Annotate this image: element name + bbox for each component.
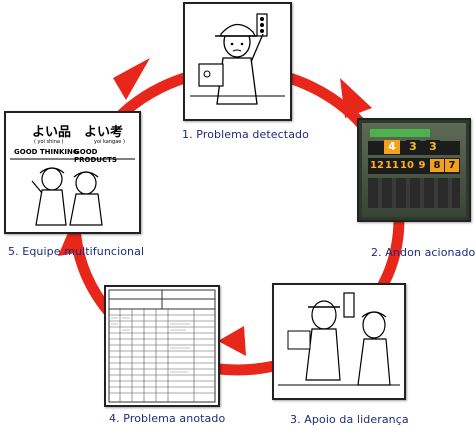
poster-en-right: GOOD PRODUCTS [74,148,117,164]
panel-andon-board: 4 3 3 12 11 10 9 8 7 [357,118,471,222]
team-illustration [10,158,135,226]
step-1-label: 1. Problema detectado [182,128,309,141]
leader-illustration [278,289,400,394]
arrowhead-bottom-left [218,326,246,356]
panel-multifunctional-team: よい品 よい考 ( yoi shina ) yoi kangae ) GOOD … [4,111,141,234]
arrowhead-top-left [113,58,150,100]
step-4-label: 4. Problema anotado [109,412,226,425]
arrowhead-top-right [340,78,372,118]
step-3-label: 3. Apoio da liderança [290,413,409,426]
andon-cell-11: 11 [385,160,399,171]
step-2-label: 2. Andon acionado [371,246,475,259]
andon-cell-2: 3 [406,140,420,154]
poster-romaji-left: ( yoi shina ) [34,139,64,145]
andon-cell-1: 4 [384,140,400,154]
arrowhead-left [58,228,82,256]
andon-cell-3: 3 [426,140,440,154]
andon-cell-8: 8 [430,159,444,172]
panel-problem-detected [183,2,292,121]
step-5-label: 5. Equipe multifuncional [8,245,145,258]
andon-cell-12: 12 [370,160,384,171]
andon-cell-10: 10 [400,160,414,171]
poster-romaji-right: yoi kangae ) [94,139,125,145]
panel-problem-sheet [104,285,220,407]
panel-leadership-support [272,283,406,400]
poster-en-left: GOOD THINKING [14,148,79,156]
andon-cell-9: 9 [418,160,426,171]
problem-sheet-form [108,289,216,403]
worker-illustration [190,10,285,114]
andon-cell-7: 7 [445,159,459,172]
poster-jp-left: よい品 [32,125,72,140]
poster-jp-right: よい考 [84,125,124,140]
andon-board-photo: 4 3 3 12 11 10 9 8 7 [362,123,466,217]
